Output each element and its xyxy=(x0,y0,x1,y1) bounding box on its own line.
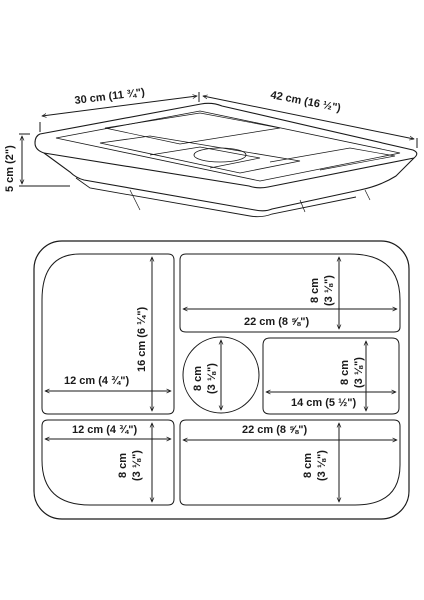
tray-bottom-edge xyxy=(75,177,357,218)
compartment-big-left xyxy=(41,253,175,415)
tray-top-view xyxy=(33,240,410,520)
bottom-right-height-in-label: (3 ⅛") xyxy=(316,450,328,481)
tray-perspective-view xyxy=(34,102,418,218)
compartment-line-3 xyxy=(104,112,281,145)
compartment-round xyxy=(182,336,260,414)
bottom-left-height-in-label: (3 ⅛") xyxy=(131,450,143,481)
tray-outer-edge xyxy=(33,240,410,520)
round-in-label: (3 ⅛") xyxy=(206,363,218,394)
compartment-bottom-right xyxy=(179,419,401,506)
front-divider-3 xyxy=(364,189,371,201)
height-label: 5 cm (2") xyxy=(4,145,16,192)
front-divider-1 xyxy=(129,189,141,211)
top-dimension-lines xyxy=(19,92,418,187)
mid-right-height-cm-label: 8 cm xyxy=(339,360,351,385)
top-right-height-in-label: (3 ⅛") xyxy=(323,275,335,306)
round-cm-label: 8 cm xyxy=(192,366,204,391)
compartment-line-2 xyxy=(149,146,261,169)
big-left-height-label: 16 cm (6 ¼") xyxy=(136,307,148,372)
length-label: 42 cm (16 ½") xyxy=(269,89,342,114)
top-right-width-label: 22 cm (8 ⅝") xyxy=(244,316,309,328)
compartment-top-right xyxy=(179,253,401,333)
round-compartment-top xyxy=(193,147,247,163)
big-left-width-label: 12 cm (4 ¾") xyxy=(64,375,129,387)
tray-front-wall xyxy=(43,152,415,212)
bottom-right-width-label: 22 cm (8 ⅝") xyxy=(242,424,307,436)
bottom-left-width-label: 12 cm (4 ¾") xyxy=(72,424,137,436)
bottom-left-height-cm-label: 8 cm xyxy=(117,453,129,478)
tray-inner-rim xyxy=(55,110,401,182)
compartment-bottom-left xyxy=(41,419,175,506)
mid-right-height-in-label: (3 ⅛") xyxy=(353,357,365,388)
compartment-line-4 xyxy=(269,147,396,171)
compartment-line-1 xyxy=(99,135,301,174)
inner-dimension-lines xyxy=(45,257,397,502)
bottom-right-height-cm-label: 8 cm xyxy=(302,453,314,478)
top-right-height-cm-label: 8 cm xyxy=(309,278,321,303)
front-divider-2 xyxy=(299,199,306,213)
compartment-mid-right xyxy=(262,337,400,415)
mid-right-width-label: 14 cm (5 ½") xyxy=(291,397,356,409)
